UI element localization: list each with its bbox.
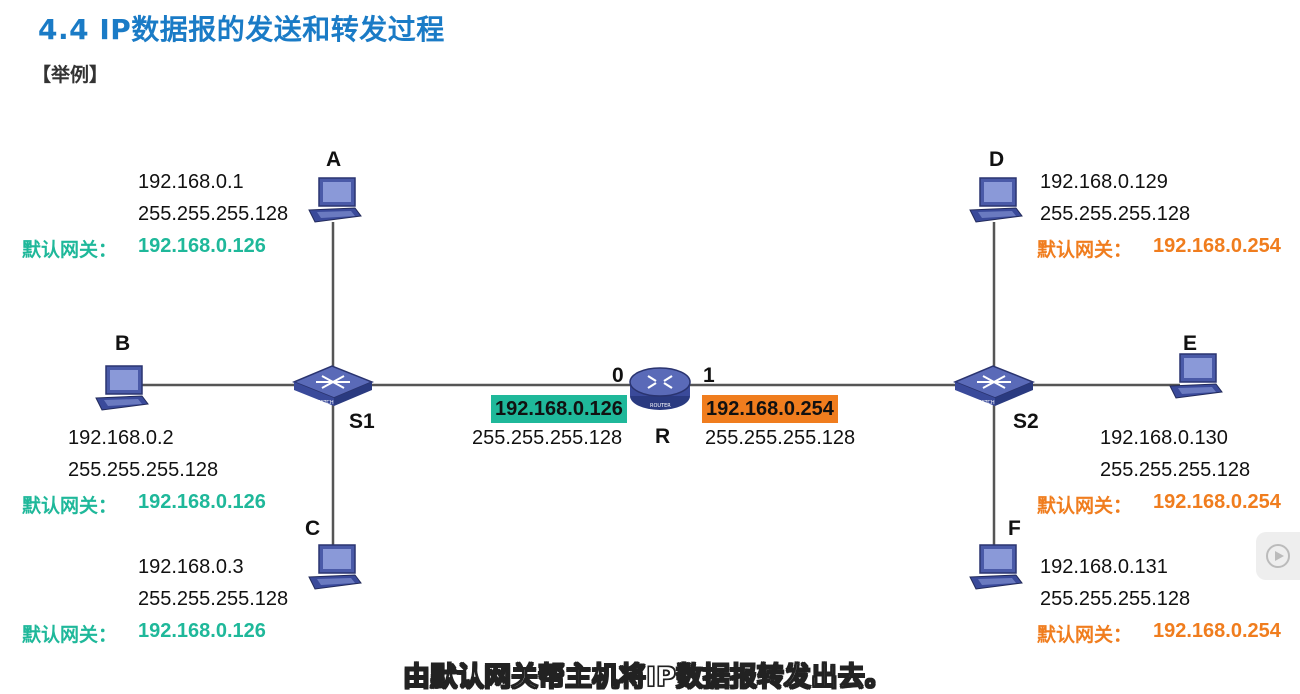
switch-s2-text: SWITCH <box>975 400 995 406</box>
switch-s2-icon[interactable]: SWITCH <box>953 360 1035 410</box>
host-d-mask: 255.255.255.128 <box>1040 203 1191 225</box>
router-r-icon[interactable]: ROUTER <box>628 362 692 418</box>
host-f-label: F <box>1008 517 1021 540</box>
host-e-gw-label: 默认网关： <box>1037 495 1133 517</box>
host-d-label: D <box>989 148 1005 171</box>
host-a-mask: 255.255.255.128 <box>138 203 289 225</box>
router-text: ROUTER <box>650 403 671 409</box>
host-b-gw: 192.168.0.126 <box>138 491 266 513</box>
switch-s2-label: S2 <box>1013 410 1039 433</box>
computer-c-icon[interactable] <box>305 543 363 593</box>
host-a-gw: 192.168.0.126 <box>138 235 266 257</box>
host-f-mask: 255.255.255.128 <box>1040 588 1191 610</box>
host-c-label: C <box>305 517 321 540</box>
host-e-ip: 192.168.0.130 <box>1100 427 1228 449</box>
host-f-ip: 192.168.0.131 <box>1040 556 1168 578</box>
host-c-gw: 192.168.0.126 <box>138 620 266 642</box>
router-iface0-number: 0 <box>612 364 624 387</box>
host-d-gw: 192.168.0.254 <box>1153 235 1281 257</box>
computer-f-icon[interactable] <box>966 543 1024 593</box>
router-iface0-ip: 192.168.0.126 <box>491 395 627 423</box>
host-b-ip: 192.168.0.2 <box>68 427 174 449</box>
host-e-mask: 255.255.255.128 <box>1100 459 1251 481</box>
video-caption: 由默认网关帮主机将IP数据报转发出去。 <box>402 661 892 693</box>
host-d-ip: 192.168.0.129 <box>1040 171 1168 193</box>
page-title: 4.4 IP数据报的发送和转发过程 <box>38 13 445 46</box>
router-iface1-number: 1 <box>703 364 715 387</box>
computer-e-icon[interactable] <box>1166 352 1224 402</box>
page-subtitle: 【举例】 <box>32 64 109 86</box>
host-e-label: E <box>1183 332 1198 355</box>
switch-s1-text: SWITCH <box>314 400 334 406</box>
host-f-gw: 192.168.0.254 <box>1153 620 1281 642</box>
host-c-gw-label: 默认网关： <box>22 624 118 646</box>
router-label: R <box>655 425 671 448</box>
switch-s1-icon[interactable]: SWITCH <box>292 360 374 410</box>
router-iface1-mask: 255.255.255.128 <box>705 427 856 449</box>
host-a-gw-label: 默认网关： <box>22 239 118 261</box>
host-f-gw-label: 默认网关： <box>1037 624 1133 646</box>
switch-s1-label: S1 <box>349 410 375 433</box>
play-icon <box>1266 544 1290 568</box>
play-button[interactable] <box>1256 532 1300 580</box>
host-b-mask: 255.255.255.128 <box>68 459 219 481</box>
host-a-ip: 192.168.0.1 <box>138 171 244 193</box>
router-iface0-mask: 255.255.255.128 <box>472 427 623 449</box>
host-b-label: B <box>115 332 131 355</box>
host-e-gw: 192.168.0.254 <box>1153 491 1281 513</box>
router-iface1-ip: 192.168.0.254 <box>702 395 838 423</box>
host-a-label: A <box>326 148 342 171</box>
host-d-gw-label: 默认网关： <box>1037 239 1133 261</box>
host-c-mask: 255.255.255.128 <box>138 588 289 610</box>
computer-a-icon[interactable] <box>305 176 363 226</box>
computer-d-icon[interactable] <box>966 176 1024 226</box>
host-c-ip: 192.168.0.3 <box>138 556 244 578</box>
host-b-gw-label: 默认网关： <box>22 495 118 517</box>
computer-b-icon[interactable] <box>92 364 150 414</box>
